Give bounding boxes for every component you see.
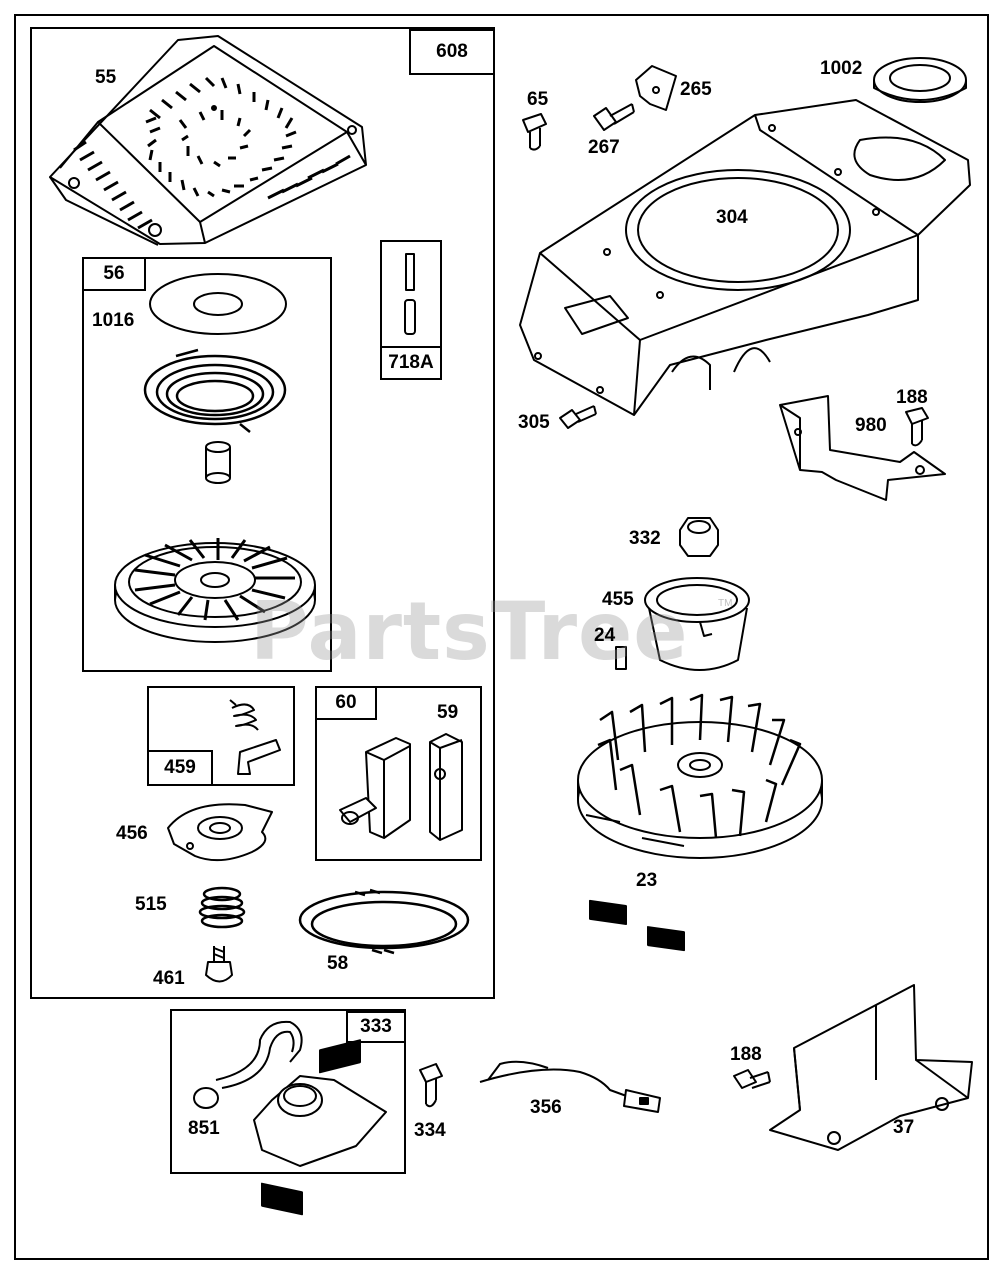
watermark-tm: TM: [718, 598, 733, 609]
part-456-drawing: [167, 803, 273, 862]
label-23: 23: [636, 870, 658, 891]
label-37: 37: [893, 1117, 915, 1138]
part-304-housing-drawing: [519, 99, 971, 416]
label-456: 456: [116, 823, 148, 844]
label-267: 267: [588, 137, 620, 158]
label-332: 332: [629, 528, 661, 549]
label-334: 334: [414, 1120, 446, 1141]
part-188a-bolt-drawing: [905, 407, 929, 447]
part-461-screw-drawing: [205, 946, 233, 983]
label-455: 455: [602, 589, 634, 610]
label-65: 65: [527, 89, 549, 110]
group-459-tag: 459: [147, 750, 213, 786]
part-188b-bolt-drawing: [733, 1069, 771, 1089]
watermark: PartsTree: [250, 585, 689, 678]
label-980: 980: [855, 415, 887, 436]
label-24: 24: [594, 625, 616, 646]
part-267-screw-drawing: [593, 103, 635, 131]
label-188-lower: 188: [730, 1044, 762, 1065]
group-459-box: [147, 686, 295, 786]
group-60-box: [315, 686, 482, 861]
part-37-guide-drawing: [769, 984, 973, 1151]
part-305-bolt-drawing: [559, 405, 597, 429]
part-60-handle-drawing: [339, 737, 411, 839]
group-333-tag: 333: [346, 1011, 406, 1043]
part-455-cup-drawing: [644, 577, 750, 671]
part-1016-washer-drawing: [149, 273, 287, 335]
group-718a-tag: 718A: [380, 346, 442, 380]
label-1002: 1002: [820, 58, 863, 79]
label-304: 304: [716, 207, 748, 228]
group-608-tag: 608: [409, 29, 495, 75]
part-pin-drawing: [205, 441, 231, 484]
label-1016: 1016: [92, 310, 135, 331]
diagram-frame: [14, 14, 989, 1260]
label-515: 515: [135, 894, 167, 915]
part-spring-drawing: [143, 348, 287, 433]
label-851: 851: [188, 1118, 220, 1139]
part-59-insert-drawing: [429, 733, 463, 841]
label-356: 356: [530, 1097, 562, 1118]
part-515-spring-drawing: [198, 886, 246, 929]
label-55: 55: [95, 67, 117, 88]
label-58: 58: [327, 953, 349, 974]
part-718a-pins-drawing: [404, 253, 416, 335]
label-265: 265: [680, 79, 712, 100]
part-356-wire-drawing: [479, 1060, 661, 1113]
part-pulley-drawing: [114, 538, 316, 643]
part-265-clip-drawing: [635, 65, 677, 111]
label-461: 461: [153, 968, 185, 989]
part-58-rope-drawing: [298, 888, 470, 955]
group-608-box: [30, 27, 495, 999]
group-56-tag: 56: [82, 257, 146, 291]
part-24-key-drawing: [615, 646, 627, 670]
group-60-tag: 60: [315, 686, 377, 720]
group-333-box: [170, 1009, 406, 1174]
part-980-bracket-drawing: [779, 395, 946, 501]
part-332-nut-drawing: [679, 517, 719, 557]
label-188-upper: 188: [896, 387, 928, 408]
group-56-box: [82, 257, 332, 672]
part-65-bolt-drawing: [522, 113, 547, 151]
label-305: 305: [518, 412, 550, 433]
part-23-flywheel-drawing: [577, 693, 823, 952]
part-1002-grommet-drawing: [873, 57, 967, 103]
part-459-drawing: [229, 699, 281, 775]
label-59: 59: [437, 702, 459, 723]
part-334-bolt-drawing: [419, 1063, 443, 1108]
part-55-cover-drawing: [49, 35, 367, 246]
part-333-armature-drawing: [193, 1020, 387, 1216]
